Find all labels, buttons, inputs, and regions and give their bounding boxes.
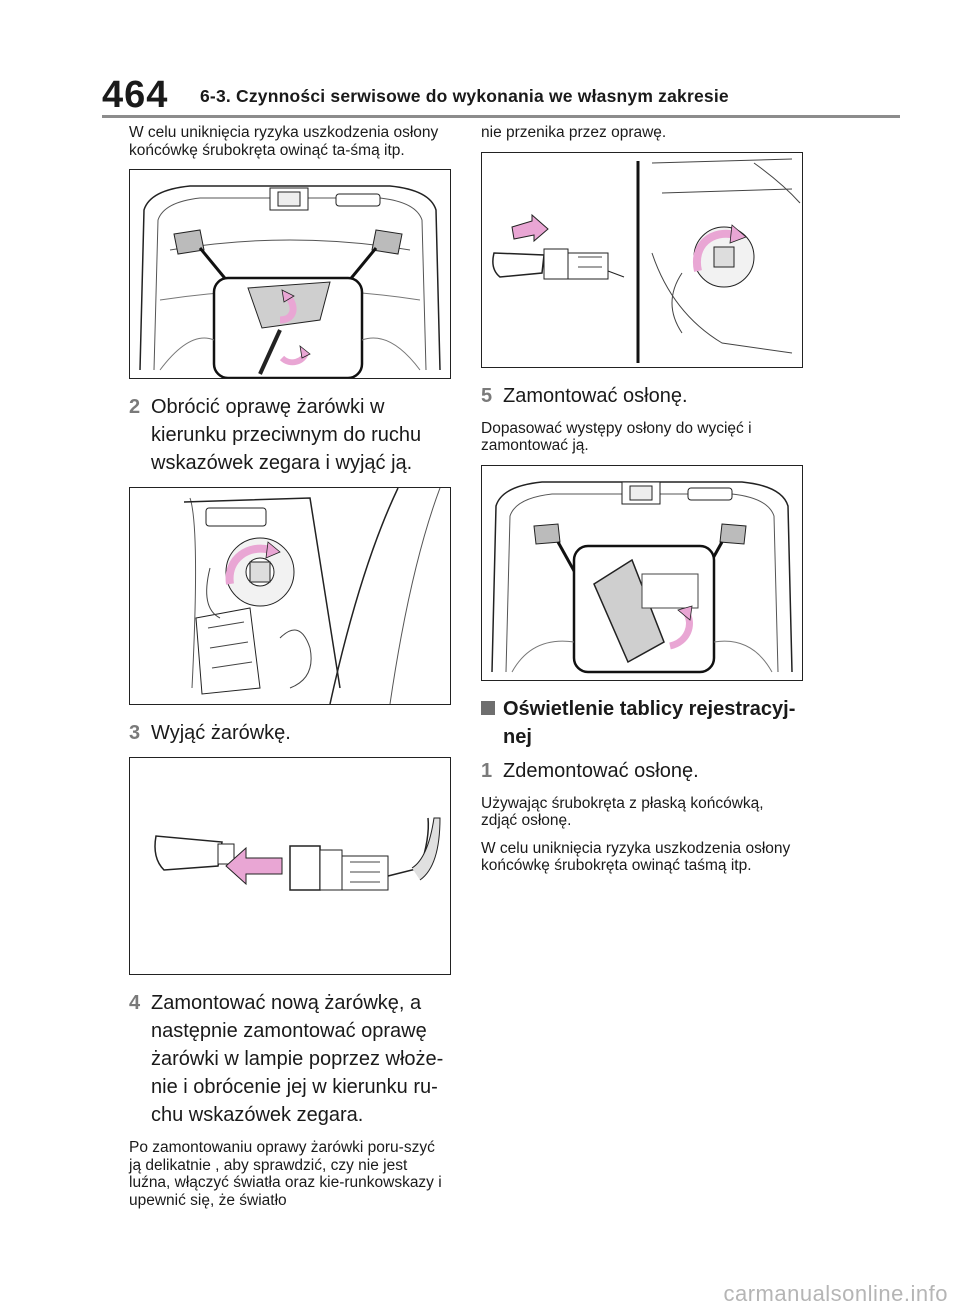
section-marker-icon: [481, 700, 495, 715]
section-heading-license-plate-light: Oświetlenie tablicy rejestracyj-nej: [481, 695, 803, 751]
step-text: Wyjąć żarówkę.: [151, 722, 291, 744]
heading-text: Oświetlenie tablicy rejestracyj-nej: [503, 697, 796, 748]
step-1-note-1: Używając śrubokręta z płaską końcówką, z…: [481, 794, 764, 830]
step-number: 5: [481, 384, 493, 407]
figure-remove-bulb: [129, 757, 451, 975]
intro-note: W celu uniknięcia ryzyka uszkodzenia osł…: [129, 124, 439, 159]
continued-note: nie przenika przez oprawę.: [481, 124, 667, 141]
figure-install-cover: [481, 464, 803, 681]
right-column: nie przenika przez oprawę. 5 Zamontować …: [481, 124, 803, 885]
left-column: W celu uniknięcia ryzyka uszkodzenia osł…: [129, 124, 451, 1219]
figure-rotate-bulb-socket: [129, 487, 451, 705]
step-2: 2 Obrócić oprawę żarówki w kierunku prze…: [129, 393, 451, 477]
section-title: 6-3. Czynności serwisowe do wykonania we…: [200, 86, 729, 106]
page-number: 464: [102, 74, 169, 116]
figure-install-bulb-socket: [481, 151, 803, 368]
step-number: 1: [481, 759, 493, 782]
step-text: Zamontować nową żarówkę, a następnie zam…: [151, 992, 444, 1126]
step-4: 4 Zamontować nową żarówkę, a następnie z…: [129, 989, 451, 1129]
step-5: 5 Zamontować osłonę.: [481, 382, 803, 410]
step-text: Zdemontować osłonę.: [503, 759, 699, 782]
step-text: Obrócić oprawę żarówki w kierunku przeci…: [151, 396, 422, 474]
step-number: 2: [129, 396, 141, 418]
step-number: 3: [129, 722, 141, 744]
step-1-note-2: W celu uniknięcia ryzyka uszkodzenia osł…: [481, 839, 791, 875]
step-1: 1 Zdemontować osłonę.: [481, 757, 803, 785]
step-3: 3 Wyjąć żarówkę.: [129, 719, 451, 747]
step-text: Zamontować osłonę.: [503, 384, 688, 407]
figure-tailgate-cover-removal: [129, 169, 451, 379]
step-number: 4: [129, 992, 141, 1014]
step-5-note: Dopasować występy osłony do wycięć i zam…: [481, 419, 752, 455]
step-4-note: Po zamontowaniu oprawy żarówki poru-szyć…: [129, 1139, 442, 1209]
header-rule: [102, 115, 900, 118]
watermark-logo: carmanualsonline.info: [723, 1281, 948, 1306]
